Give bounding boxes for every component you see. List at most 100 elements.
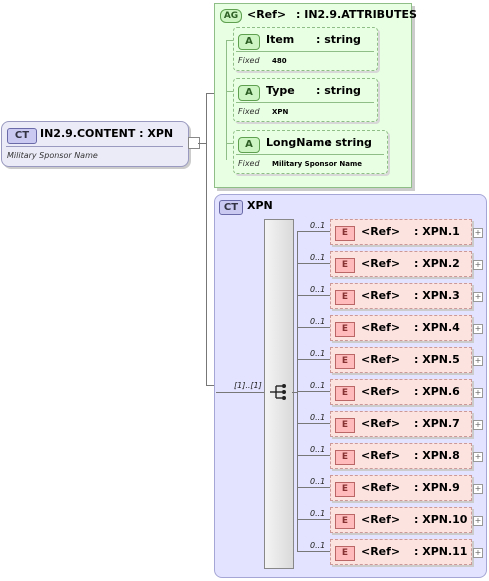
element-ref: <Ref>: [361, 513, 401, 526]
element-type-name: : XPN.7: [414, 417, 460, 430]
expand-icon[interactable]: +: [473, 484, 483, 494]
element-tag: E: [335, 226, 355, 241]
root-type-box[interactable]: CT IN2.9.CONTENT : XPN Military Sponsor …: [1, 121, 189, 167]
element-ref: <Ref>: [361, 417, 401, 430]
element-type-name: : XPN.4: [414, 321, 460, 334]
element-xpn-11[interactable]: E <Ref> : XPN.11 +: [330, 539, 483, 565]
element-link-line: [297, 391, 330, 392]
element-link-line: [297, 327, 330, 328]
attribute-item[interactable]: A Item : string Fixed 480: [233, 27, 378, 71]
element-type-name: : XPN.8: [414, 449, 460, 462]
element-tag: E: [335, 386, 355, 401]
root-documentation: Military Sponsor Name: [7, 151, 98, 160]
attribute-item-link: [226, 40, 233, 41]
element-ref: <Ref>: [361, 545, 401, 558]
attribute-item-fixed-label: Fixed: [238, 56, 260, 65]
element-occurrence: 0..1: [310, 445, 326, 454]
element-xpn-5[interactable]: E<Ref>: XPN.5+: [330, 347, 483, 373]
attribute-type-divider: [236, 102, 374, 103]
element-occurrence: 0..1: [310, 349, 326, 358]
expand-icon[interactable]: +: [473, 292, 483, 302]
element-tag: E: [335, 354, 355, 369]
ct-xpn-tag: CT: [219, 200, 243, 215]
element-ref: <Ref>: [361, 353, 401, 366]
attribute-longname-name: LongName: [266, 136, 332, 149]
sequence-out-link: [292, 392, 297, 393]
element-ref: <Ref>: [361, 385, 401, 398]
element-ref: <Ref>: [361, 289, 401, 302]
ct-inner-link: [216, 392, 264, 393]
element-link-line: [297, 295, 330, 296]
element-type-name: : XPN.10: [414, 513, 468, 526]
expand-icon[interactable]: +: [473, 228, 483, 238]
element-occurrence: 0..1: [310, 477, 326, 486]
element-occurrence: 0..1: [310, 413, 326, 422]
expand-icon[interactable]: +: [473, 356, 483, 366]
attribute-longname-fixed-value: Military Sponsor Name: [272, 160, 363, 168]
element-tag: E: [335, 450, 355, 465]
attribute-type-fixed-label: Fixed: [238, 107, 260, 116]
ag-ref: <Ref>: [247, 8, 287, 21]
element-xpn-3[interactable]: E <Ref> : XPN.3 +: [330, 283, 483, 309]
root-divider: [6, 146, 183, 147]
element-xpn-7[interactable]: E <Ref> : XPN.7 +: [330, 411, 483, 437]
element-tag: E: [335, 514, 355, 529]
attribute-type-fixed-value: XPN: [272, 108, 289, 116]
element-ref: <Ref>: [361, 225, 401, 238]
element-xpn-1[interactable]: E<Ref>: XPN.1+: [330, 219, 483, 245]
attribute-longname-fixed-label: Fixed: [238, 159, 260, 168]
attribute-type-tag: A: [238, 85, 260, 101]
element-tag: E: [335, 546, 355, 561]
element-occurrence: 0..1: [310, 317, 326, 326]
element-xpn-2[interactable]: E <Ref> : XPN.2 +: [330, 251, 483, 277]
element-link-line: [297, 487, 330, 488]
element-type-name: : XPN.2: [414, 257, 460, 270]
root-trunk-line: [206, 93, 207, 385]
expand-icon[interactable]: +: [473, 452, 483, 462]
attribute-item-fixed-value: 480: [272, 57, 287, 65]
attribute-item-type: : string: [316, 33, 361, 46]
sequence-icon: [270, 384, 288, 400]
element-link-line: [297, 423, 330, 424]
element-xpn-10[interactable]: E <Ref> : XPN.10 +: [330, 507, 483, 533]
element-link-line: [297, 455, 330, 456]
ag-tag: AG: [220, 9, 242, 23]
expand-icon[interactable]: +: [473, 420, 483, 430]
element-tag: E: [335, 258, 355, 273]
element-occurrence: 0..1: [310, 509, 326, 518]
element-xpn-6[interactable]: E<Ref>: XPN.6+: [330, 379, 483, 405]
attribute-longname-link: [226, 143, 233, 144]
element-link-line: [297, 551, 330, 552]
ag-link-line: [206, 93, 216, 94]
element-ref: <Ref>: [361, 257, 401, 270]
element-ref: <Ref>: [361, 321, 401, 334]
ct-link-line: [206, 385, 214, 386]
expand-icon[interactable]: +: [473, 324, 483, 334]
element-tag: E: [335, 482, 355, 497]
attribute-longname[interactable]: A LongName : string Fixed Military Spons…: [233, 130, 388, 174]
element-xpn-9[interactable]: E<Ref>: XPN.9+: [330, 475, 483, 501]
sequence-compositor[interactable]: [264, 219, 294, 569]
element-occurrence: 0..1: [310, 221, 326, 230]
attribute-longname-divider: [236, 154, 384, 155]
element-tag: E: [335, 290, 355, 305]
element-type-name: : XPN.9: [414, 481, 460, 494]
element-occurrence: 0..1: [310, 285, 326, 294]
attribute-type-name: Type: [266, 84, 295, 97]
element-xpn-4[interactable]: E <Ref> : XPN.4 +: [330, 315, 483, 341]
root-title: IN2.9.CONTENT : XPN: [40, 127, 174, 140]
attribute-type[interactable]: A Type : string Fixed XPN: [233, 78, 378, 122]
element-xpn-8[interactable]: E<Ref>: XPN.8+: [330, 443, 483, 469]
element-link-line: [297, 359, 330, 360]
ct-occurrence: [1]..[1]: [234, 381, 262, 390]
expand-icon[interactable]: +: [473, 516, 483, 526]
expand-icon[interactable]: +: [473, 388, 483, 398]
expand-icon[interactable]: +: [473, 260, 483, 270]
attribute-longname-type: : string: [327, 136, 372, 149]
element-type-name: : XPN.11: [414, 545, 468, 558]
element-tag: E: [335, 322, 355, 337]
element-type-name: : XPN.3: [414, 289, 460, 302]
element-link-line: [297, 519, 330, 520]
element-tag: E: [335, 418, 355, 433]
expand-icon[interactable]: +: [473, 548, 483, 558]
